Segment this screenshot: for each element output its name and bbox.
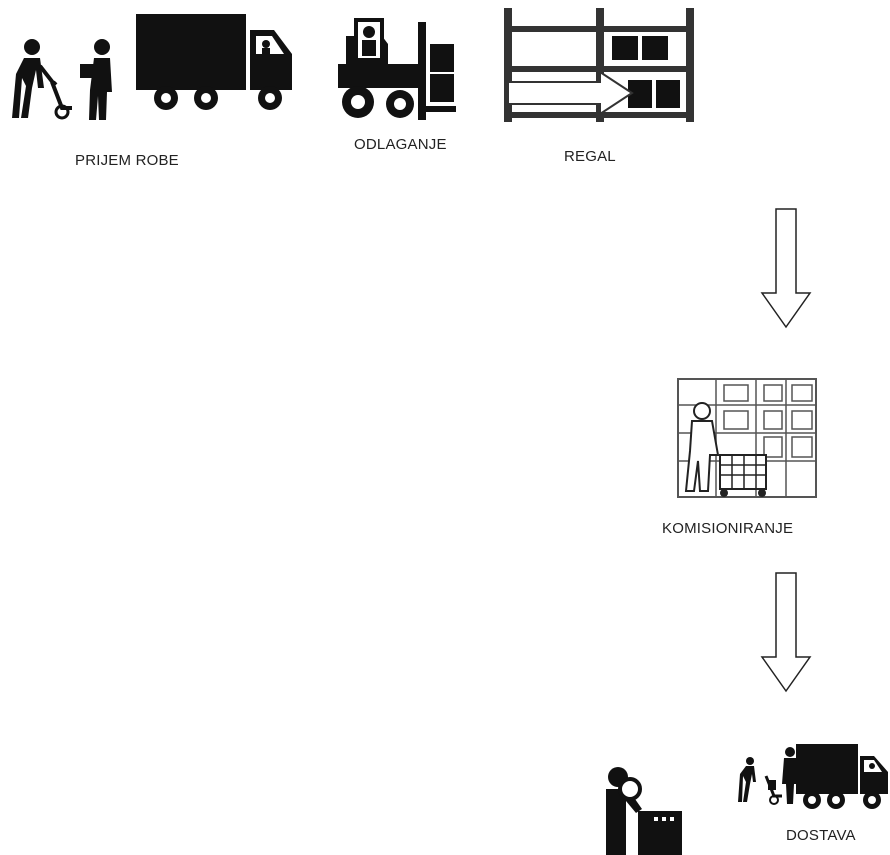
inspector-magnifier-icon — [600, 765, 686, 855]
label-rack: REGAL — [564, 148, 616, 165]
rack-to-picking-arrow — [760, 208, 812, 330]
step-receiving: PRIJEM ROBE — [0, 0, 310, 190]
step-picking: KOMISIONIRANJE — [650, 375, 840, 545]
step-delivery: DOSTAVA — [730, 738, 890, 855]
step-putaway: ODLAGANJE — [330, 10, 460, 170]
order-picker-warehouse-icon — [676, 375, 818, 501]
worker-with-hand-truck-icon — [8, 38, 76, 120]
picking-to-delivery-arrow — [760, 572, 812, 694]
into-rack-arrow — [506, 70, 636, 116]
box-truck-icon — [136, 14, 298, 110]
forklift-icon — [338, 16, 458, 124]
label-putaway: ODLAGANJE — [354, 136, 447, 153]
delivery-truck-icon — [780, 740, 890, 812]
label-receiving: PRIJEM ROBE — [75, 152, 179, 169]
label-delivery: DOSTAVA — [786, 827, 856, 844]
step-rack: REGAL — [500, 0, 700, 180]
label-picking: KOMISIONIRANJE — [662, 520, 793, 537]
worker-carrying-box-icon — [80, 38, 120, 120]
